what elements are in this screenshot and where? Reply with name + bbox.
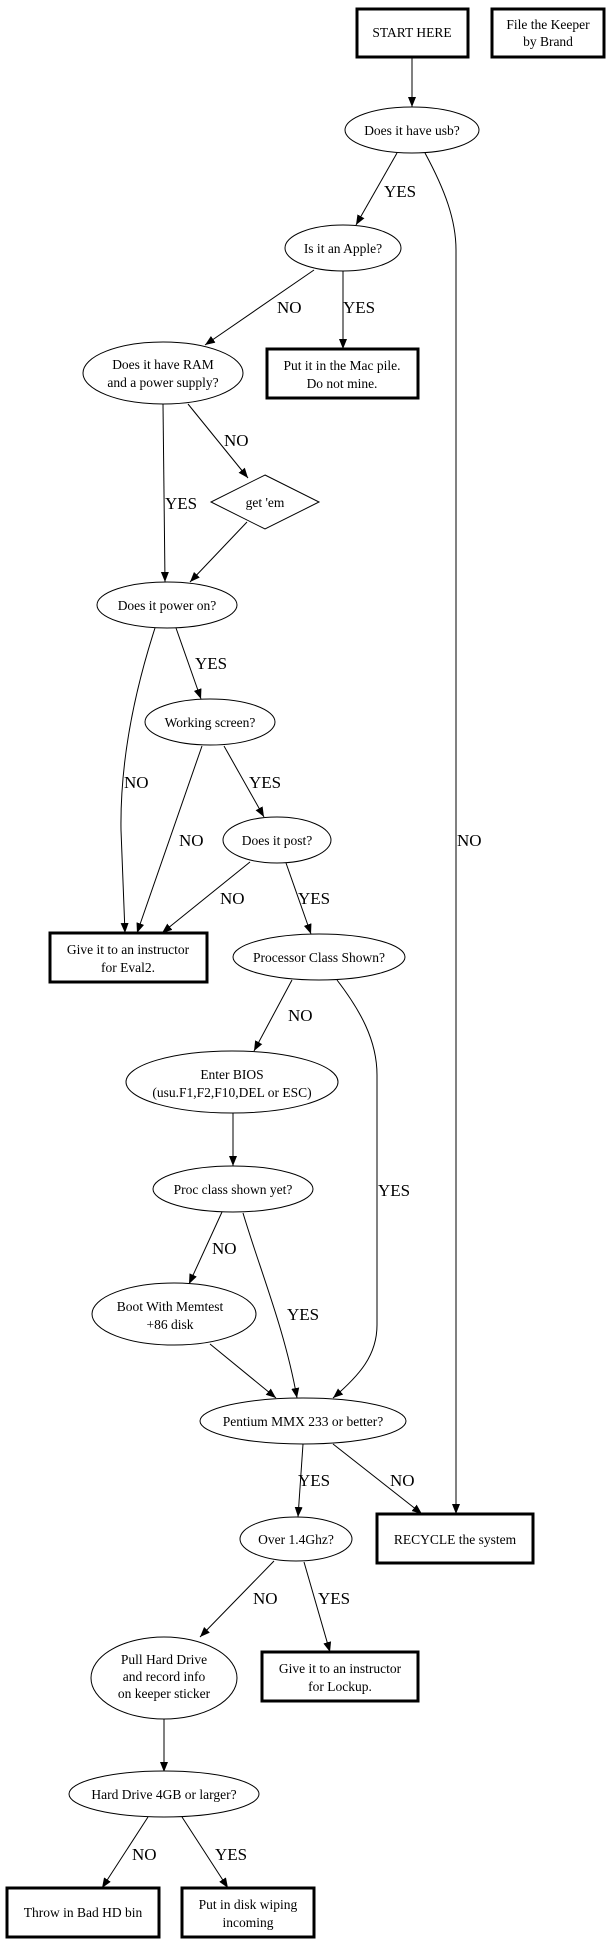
node-badhd: Throw in Bad HD bin xyxy=(5,1886,161,1939)
edge-hd4gb-wipe xyxy=(181,1816,229,1889)
edge-post-procshown xyxy=(285,862,312,935)
node-mac: Put it in the Mac pile.Do not mine. xyxy=(265,347,420,400)
svg-text:Put it in the Mac pile.Do not: Put it in the Mac pile.Do not mine. xyxy=(284,358,401,391)
node-bios: Enter BIOS(usu.F1,F2,F10,DEL or ESC) xyxy=(125,1050,339,1114)
edge-procshown-bios xyxy=(253,979,293,1052)
edge-screen-post xyxy=(223,745,265,818)
svg-text:Working screen?: Working screen? xyxy=(165,715,256,730)
node-getem: get 'em xyxy=(209,474,321,530)
svg-text:Processor Class Shown?: Processor Class Shown? xyxy=(253,950,385,965)
edge-label-over14-lockup: YES xyxy=(318,1589,350,1608)
edge-label-ram-getem: NO xyxy=(224,431,249,450)
edge-label-procyet-pentium: YES xyxy=(287,1305,319,1324)
edge-getem-power xyxy=(189,521,248,583)
node-screen: Working screen? xyxy=(144,698,276,746)
edge-pentium-over14 xyxy=(294,1443,304,1518)
edge-procyet-memtest xyxy=(188,1211,223,1285)
edge-ram-power xyxy=(160,403,169,583)
edge-label-power-eval2: NO xyxy=(124,773,149,792)
edge-usb-recycle xyxy=(424,152,460,1514)
node-usb: Does it have usb? xyxy=(344,106,480,154)
edges xyxy=(101,57,460,1889)
edge-label-screen-eval2: NO xyxy=(179,831,204,850)
node-post: Does it post? xyxy=(222,816,332,864)
edge-memtest-pentium xyxy=(209,1343,277,1399)
node-hd4gb: Hard Drive 4GB or larger? xyxy=(68,1770,260,1818)
svg-text:Does it post?: Does it post? xyxy=(242,833,313,848)
edge-procyet-pentium xyxy=(242,1212,300,1399)
edge-label-procshown-pentium: YES xyxy=(378,1181,410,1200)
edge-power-eval2 xyxy=(120,627,156,934)
edge-label-procshown-bios: NO xyxy=(288,1006,313,1025)
svg-text:Proc class shown yet?: Proc class shown yet? xyxy=(174,1182,293,1197)
edge-ram-getem xyxy=(187,403,249,479)
svg-text:Hard Drive 4GB or larger?: Hard Drive 4GB or larger? xyxy=(91,1787,236,1802)
node-over14: Over 1.4Ghz? xyxy=(239,1516,353,1562)
node-recycle: RECYCLE the system xyxy=(375,1512,535,1565)
svg-text:Over 1.4Ghz?: Over 1.4Ghz? xyxy=(258,1532,334,1547)
svg-text:Does it power on?: Does it power on? xyxy=(118,598,217,613)
svg-text:START HERE: START HERE xyxy=(372,25,451,40)
edge-procshown-pentium xyxy=(332,979,378,1399)
svg-text:RECYCLE the system: RECYCLE the system xyxy=(394,1532,517,1547)
node-procshown: Processor Class Shown? xyxy=(232,933,406,981)
edge-label-apple-ram: NO xyxy=(277,298,302,317)
edge-label-post-eval2: NO xyxy=(220,889,245,908)
edge-label-pentium-over14: YES xyxy=(298,1471,330,1490)
svg-text:Pentium MMX 233 or better?: Pentium MMX 233 or better? xyxy=(223,1414,383,1429)
edge-label-apple-mac: YES xyxy=(343,298,375,317)
node-apple: Is it an Apple? xyxy=(284,224,402,272)
svg-text:Enter BIOS(usu.F1,F2,F10,DEL o: Enter BIOS(usu.F1,F2,F10,DEL or ESC) xyxy=(152,1067,311,1100)
edge-label-usb-recycle: NO xyxy=(457,831,482,850)
node-memtest: Boot With Memtest+86 disk xyxy=(91,1282,257,1346)
node-start: START HERE xyxy=(355,7,470,59)
svg-text:Is it an Apple?: Is it an Apple? xyxy=(304,241,382,256)
edge-over14-pullhd xyxy=(199,1560,275,1638)
edge-label-procyet-memtest: NO xyxy=(212,1239,237,1258)
edge-labels: YES NO NO YES NO YES YES NO NO YES NO YE… xyxy=(124,182,482,1864)
edge-label-screen-post: YES xyxy=(249,773,281,792)
svg-text:Boot With Memtest+86 disk: Boot With Memtest+86 disk xyxy=(117,1299,224,1332)
node-pentium: Pentium MMX 233 or better? xyxy=(199,1397,407,1445)
edge-apple-ram xyxy=(204,269,315,346)
node-procyet: Proc class shown yet? xyxy=(152,1165,314,1213)
svg-text:Does it have usb?: Does it have usb? xyxy=(364,123,460,138)
edge-label-ram-power: YES xyxy=(165,494,197,513)
edge-label-hd4gb-badhd: NO xyxy=(132,1845,157,1864)
svg-text:get 'em: get 'em xyxy=(246,495,285,510)
edge-label-post-procshown: YES xyxy=(298,889,330,908)
edge-post-eval2 xyxy=(161,861,251,934)
edge-label-usb-apple: YES xyxy=(384,182,416,201)
edge-pentium-recycle xyxy=(332,1443,423,1515)
node-power: Does it power on? xyxy=(96,581,238,629)
edge-label-over14-pullhd: NO xyxy=(253,1589,278,1608)
edge-label-hd4gb-wipe: YES xyxy=(215,1845,247,1864)
svg-text:Throw in Bad HD bin: Throw in Bad HD bin xyxy=(24,1905,143,1920)
edge-hd4gb-badhd xyxy=(101,1816,149,1889)
edge-label-pentium-recycle: NO xyxy=(390,1471,415,1490)
edge-power-screen xyxy=(175,627,202,700)
edge-label-power-screen: YES xyxy=(195,654,227,673)
edge-screen-eval2 xyxy=(136,745,203,934)
edge-usb-apple xyxy=(355,152,398,226)
edge-over14-lockup xyxy=(303,1561,332,1653)
